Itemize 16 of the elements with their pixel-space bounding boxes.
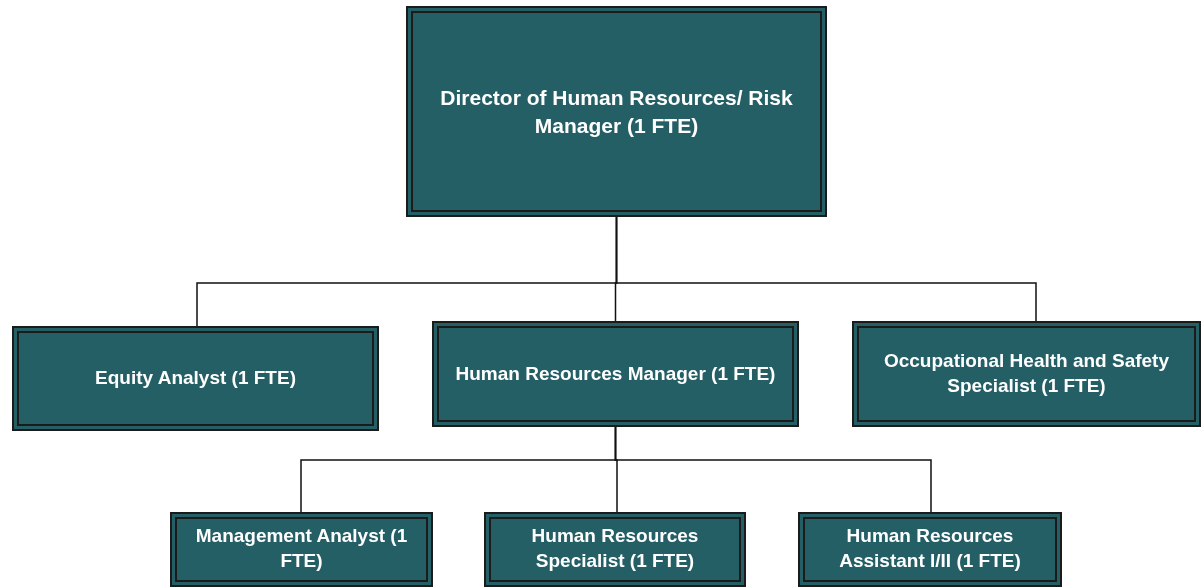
- position-title: Occupational Health and Safety Specialist (1 FTE): [882, 349, 1171, 398]
- connector-line: [615, 216, 1037, 322]
- position-box: [484, 512, 746, 587]
- position-box: [170, 512, 433, 587]
- position-title: Human Resources Manager (1 FTE): [455, 361, 776, 386]
- position-title: Human Resources Specialist (1 FTE): [530, 524, 700, 573]
- position-box: [852, 321, 1201, 427]
- position-title: Management Analyst (1 FTE): [194, 524, 409, 573]
- position-title: Human Resources Assistant I/II (1 FTE): [838, 524, 1022, 573]
- position-title: Director of Human Resources/ Risk Manager (1 FTE): [439, 85, 794, 139]
- position-box: [12, 326, 379, 431]
- position-box: [798, 512, 1062, 587]
- connector-line: [614, 426, 932, 513]
- position-box: [406, 6, 827, 217]
- position-box: [432, 321, 799, 427]
- position-title: Equity Analyst (1 FTE): [95, 366, 296, 391]
